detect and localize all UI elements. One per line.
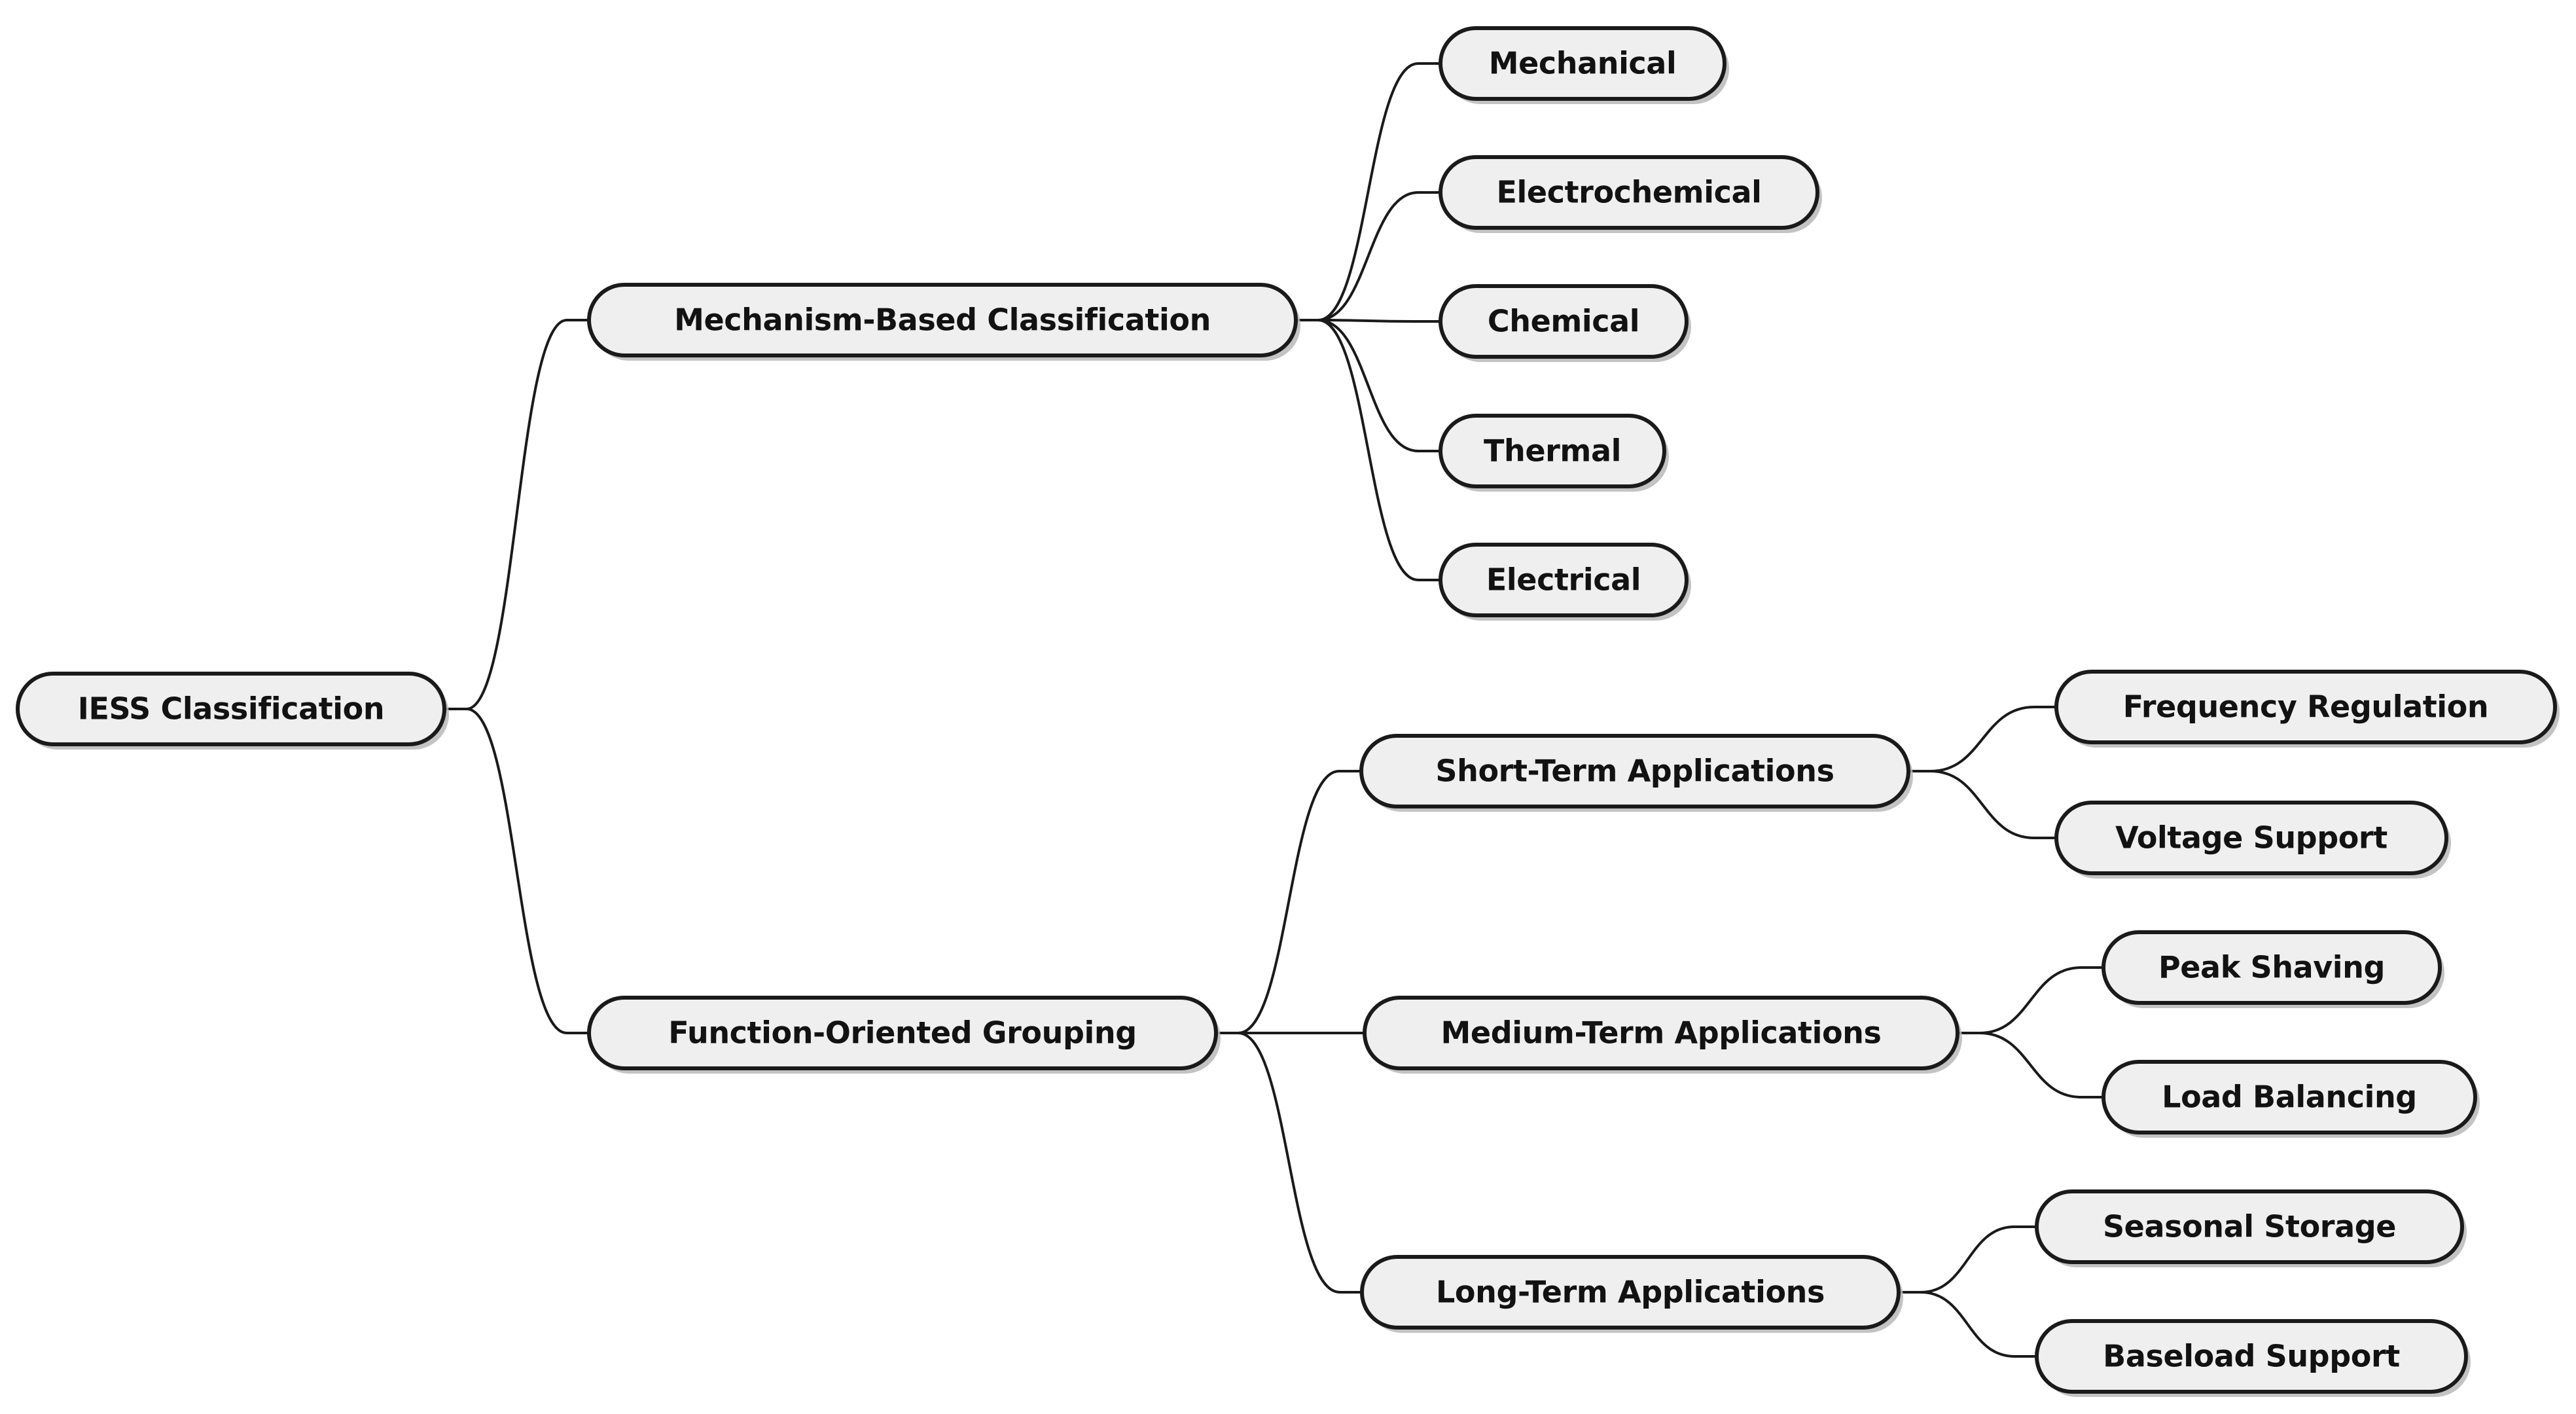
node-label: Load Balancing bbox=[2162, 1079, 2417, 1115]
node-box[interactable] bbox=[1439, 414, 1666, 488]
edge-mechanism-to-thermal bbox=[1295, 319, 1442, 452]
node-frequency-regulation[interactable]: Frequency Regulation bbox=[2054, 670, 2560, 748]
node-box[interactable] bbox=[1439, 284, 1689, 359]
edge-mechanism-to-mechanical bbox=[1295, 62, 1442, 321]
node-box[interactable] bbox=[587, 283, 1298, 357]
node-label: Mechanical bbox=[1489, 46, 1677, 81]
node-box[interactable] bbox=[2054, 801, 2448, 875]
node-load-balancing[interactable]: Load Balancing bbox=[2102, 1060, 2480, 1138]
node-voltage-support[interactable]: Voltage Support bbox=[2054, 801, 2451, 879]
node-short-term[interactable]: Short-Term Applications bbox=[1359, 734, 1913, 812]
node-label: Baseload Support bbox=[2103, 1339, 2400, 1374]
node-box[interactable] bbox=[2035, 1319, 2468, 1394]
node-box[interactable] bbox=[2102, 930, 2442, 1005]
node-label: Peak Shaving bbox=[2158, 950, 2385, 985]
node-mechanism[interactable]: Mechanism-Based Classification bbox=[587, 283, 1300, 361]
node-mechanical[interactable]: Mechanical bbox=[1439, 26, 1729, 104]
node-label: Short-Term Applications bbox=[1435, 753, 1834, 789]
node-box[interactable] bbox=[2054, 670, 2557, 744]
node-electrochemical[interactable]: Electrochemical bbox=[1439, 155, 1822, 233]
node-label: Voltage Support bbox=[2115, 820, 2388, 856]
edge-function-to-long-term bbox=[1215, 1032, 1363, 1294]
node-label: Frequency Regulation bbox=[2123, 689, 2488, 725]
node-box[interactable] bbox=[1359, 734, 1910, 808]
node-layer: IESS Classification Mechanism-Based Class… bbox=[16, 26, 2560, 1397]
node-box[interactable] bbox=[1363, 996, 1959, 1070]
node-seasonal-storage[interactable]: Seasonal Storage bbox=[2035, 1189, 2467, 1267]
node-label: Mechanism-Based Classification bbox=[674, 302, 1211, 338]
edge-medium-term-to-peak-shaving bbox=[1956, 966, 2105, 1034]
edge-short-term-to-voltage-support bbox=[1907, 770, 2058, 839]
node-label: Seasonal Storage bbox=[2103, 1209, 2396, 1244]
node-label: IESS Classification bbox=[78, 691, 384, 727]
node-label: Electrochemical bbox=[1497, 175, 1762, 210]
edge-mechanism-to-chemical bbox=[1295, 319, 1442, 323]
node-medium-term[interactable]: Medium-Term Applications bbox=[1363, 996, 1962, 1074]
node-peak-shaving[interactable]: Peak Shaving bbox=[2102, 930, 2444, 1008]
node-root[interactable]: IESS Classification bbox=[16, 672, 449, 750]
node-box[interactable] bbox=[16, 672, 446, 746]
node-box[interactable] bbox=[1439, 543, 1689, 617]
node-box[interactable] bbox=[1439, 26, 1726, 101]
edge-long-term-to-baseload-support bbox=[1897, 1291, 2038, 1358]
edge-mechanism-to-electrochemical bbox=[1295, 191, 1442, 321]
edge-root-to-mechanism bbox=[443, 319, 590, 710]
node-chemical[interactable]: Chemical bbox=[1439, 284, 1691, 362]
node-thermal[interactable]: Thermal bbox=[1439, 414, 1669, 492]
node-label: Function-Oriented Grouping bbox=[668, 1015, 1137, 1051]
node-label: Thermal bbox=[1484, 433, 1621, 469]
node-long-term[interactable]: Long-Term Applications bbox=[1360, 1255, 1903, 1333]
node-label: Chemical bbox=[1488, 304, 1639, 339]
edge-function-to-short-term bbox=[1215, 770, 1363, 1034]
edge-long-term-to-seasonal-storage bbox=[1897, 1225, 2038, 1294]
node-box[interactable] bbox=[2102, 1060, 2477, 1134]
edge-layer bbox=[443, 62, 2105, 1358]
node-box[interactable] bbox=[2035, 1189, 2464, 1264]
node-function[interactable]: Function-Oriented Grouping bbox=[587, 996, 1221, 1074]
node-box[interactable] bbox=[1360, 1255, 1901, 1330]
edge-medium-term-to-load-balancing bbox=[1956, 1032, 2105, 1098]
edge-mechanism-to-electrical bbox=[1295, 319, 1442, 581]
edge-short-term-to-frequency-regulation bbox=[1907, 706, 2058, 772]
node-baseload-support[interactable]: Baseload Support bbox=[2035, 1319, 2471, 1397]
node-electrical[interactable]: Electrical bbox=[1439, 543, 1691, 621]
node-label: Long-Term Applications bbox=[1436, 1275, 1825, 1310]
node-box[interactable] bbox=[1439, 155, 1819, 230]
node-box[interactable] bbox=[587, 996, 1218, 1070]
node-label: Electrical bbox=[1486, 562, 1641, 598]
node-label: Medium-Term Applications bbox=[1441, 1015, 1882, 1051]
edge-root-to-function bbox=[443, 708, 590, 1034]
